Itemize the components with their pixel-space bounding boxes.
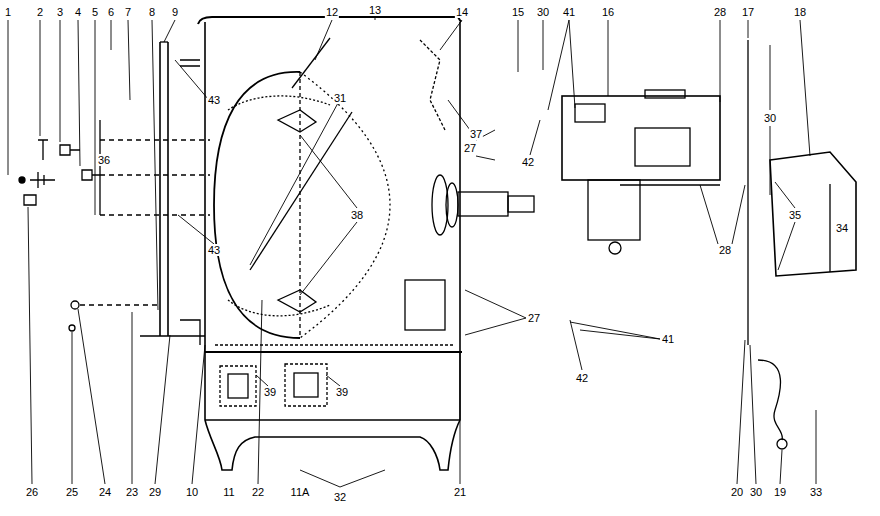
callout-number: 43 [207, 94, 221, 106]
callout-number: 25 [65, 486, 79, 498]
callout-number: 43 [207, 244, 221, 256]
callout-number: 30 [536, 6, 550, 18]
callout-number: 28 [713, 6, 727, 18]
callout-number: 32 [333, 491, 347, 503]
callout-number: 38 [350, 209, 364, 221]
callout-number: 29 [148, 486, 162, 498]
callout-number: 42 [521, 156, 535, 168]
callout-number: 5 [91, 6, 99, 18]
callout-number: 6 [107, 6, 115, 18]
callout-number: 41 [661, 333, 675, 345]
callout-number: 27 [463, 142, 477, 154]
callout-number: 33 [809, 486, 823, 498]
callout-number: 37 [469, 128, 483, 140]
callout-number: 31 [333, 92, 347, 104]
callout-number: 26 [25, 486, 39, 498]
callout-number: 22 [251, 486, 265, 498]
callout-number: 36 [97, 154, 111, 166]
callout-number: 30 [749, 486, 763, 498]
callout-number: 39 [335, 386, 349, 398]
callout-number: 41 [562, 6, 576, 18]
callout-number: 8 [148, 6, 156, 18]
callout-number: 21 [453, 486, 467, 498]
callout-number: 18 [793, 6, 807, 18]
callout-number: 39 [263, 386, 277, 398]
callout-number: 15 [511, 6, 525, 18]
callout-number: 12 [325, 6, 339, 18]
callout-number: 13 [368, 4, 382, 16]
callout-number: 19 [773, 486, 787, 498]
callout-number: 3 [56, 6, 64, 18]
callout-number: 35 [788, 209, 802, 221]
callout-number: 4 [74, 6, 82, 18]
callout-number: 28 [718, 244, 732, 256]
callout-number: 11A [290, 486, 311, 498]
callout-number: 34 [835, 222, 849, 234]
callout-number: 14 [455, 6, 469, 18]
callout-number: 16 [601, 6, 615, 18]
callout-number: 24 [98, 486, 112, 498]
callout-number: 42 [575, 372, 589, 384]
callout-number: 2 [36, 6, 44, 18]
callout-number: 17 [741, 6, 755, 18]
callout-number: 10 [185, 486, 199, 498]
callout-number: 11 [222, 486, 235, 498]
callout-number: 23 [125, 486, 139, 498]
callout-number: 30 [763, 112, 777, 124]
callout-number: 9 [171, 6, 179, 18]
callout-number: 7 [124, 6, 132, 18]
callout-number: 27 [527, 312, 541, 324]
callout-number: 1 [4, 6, 12, 18]
callout-number: 20 [730, 486, 744, 498]
